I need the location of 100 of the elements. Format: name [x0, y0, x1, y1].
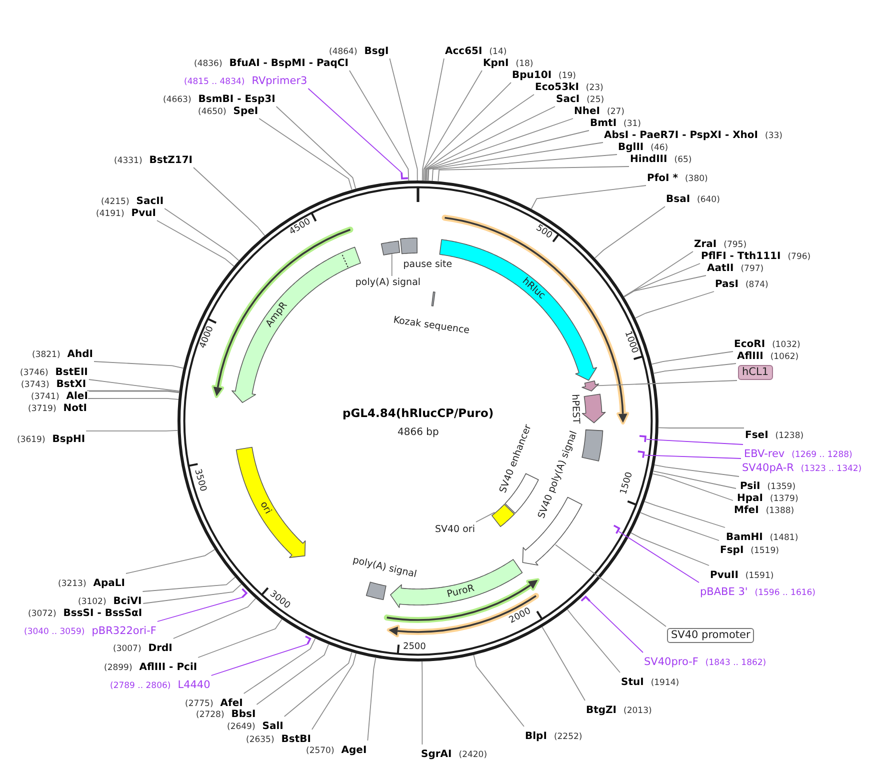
scale-label: 2500 [403, 642, 426, 654]
primer-position: (1596 .. 1616) [754, 586, 816, 598]
leader-line [654, 464, 740, 477]
cut-site-position: (3741) [31, 390, 60, 402]
enzyme-name: HindIII [630, 154, 668, 166]
enzyme-name: AleI [66, 390, 88, 402]
primer-name: SV40pA-R [742, 462, 794, 474]
cut-site-position: (1379) [770, 492, 798, 504]
enzyme-name: BfuAI - BspMI - PaqCI [229, 58, 348, 70]
enzyme-name: SgrAI [421, 748, 452, 760]
enzyme-name: BssSI - BssSαI [63, 608, 142, 620]
scale-label: 1000 [621, 330, 640, 356]
cut-site-position: (4864) [329, 46, 358, 58]
primer-position: (4815 .. 4834) [184, 76, 245, 88]
cut-site-position: (3619) [17, 434, 46, 446]
enzyme-name: DrdI [148, 642, 172, 654]
enzyme-name: KpnI [483, 58, 509, 70]
leader-line [389, 58, 418, 181]
enzyme-name: BbsI [231, 708, 256, 720]
leader-line [530, 185, 646, 210]
enzyme-name: BglII [618, 142, 644, 154]
leader-line [193, 167, 266, 236]
leader-line [284, 652, 352, 717]
leader-line [623, 263, 700, 298]
leader-line [312, 652, 356, 730]
enzyme-name: BstEII [55, 366, 88, 378]
enzyme-name: ZraI [694, 238, 717, 250]
directional-feature-block [389, 558, 524, 609]
cut-site-position: (797) [740, 262, 764, 274]
leader-line [256, 644, 330, 705]
primer-position: (3040 .. 3059) [24, 626, 85, 638]
primer-position: (1843 .. 1862) [705, 656, 766, 668]
leader-line [142, 584, 242, 604]
enzyme-name: BstXI [56, 378, 86, 390]
leader-line [367, 657, 376, 741]
cut-site-position: (3213) [58, 578, 86, 590]
leader-line [86, 430, 178, 432]
cut-site-position: (1481) [770, 532, 798, 544]
leader-line [156, 596, 243, 622]
cut-site-position: (18) [516, 58, 534, 70]
feature-label: pause site [403, 259, 452, 272]
leader-line [438, 166, 630, 182]
leader-line [86, 390, 180, 392]
plasmid-name: pGL4.84(hRlucCP/Puro) [342, 406, 494, 420]
cut-site-position: (2420) [458, 748, 488, 760]
leader-line [555, 544, 666, 627]
cut-site-position: (1238) [775, 430, 804, 442]
primer-name: RVprimer3 [252, 74, 308, 86]
cut-site-position: (3743) [21, 378, 50, 390]
leader-line [624, 275, 706, 298]
cut-site-position: (27) [607, 106, 624, 118]
leader-line [432, 154, 618, 182]
enzyme-name: AflIII [737, 350, 764, 362]
enzyme-name: Bpu10I [512, 70, 552, 82]
cut-site-position: (4650) [198, 106, 226, 118]
leader-line [423, 70, 482, 181]
enzyme-name: MfeI [734, 504, 759, 516]
enzyme-name: SacII [136, 196, 164, 208]
cut-site-position: (795) [724, 238, 747, 250]
leader-line [210, 644, 308, 676]
primer-name: EBV-rev [744, 448, 785, 460]
leader-line [88, 379, 180, 392]
leader-line [623, 251, 694, 297]
enzyme-name: AbsI - PaeR7I - PspXI - XhoI [604, 130, 758, 142]
leader-line [651, 351, 734, 365]
leader-line [156, 220, 234, 267]
enzyme-name: BamHI [726, 532, 763, 544]
leader-line [126, 549, 216, 574]
scale-label: 500 [533, 222, 554, 242]
cut-site-position: (3719) [28, 402, 56, 414]
directional-feature-block [235, 446, 307, 559]
enzyme-name: FseI [745, 430, 768, 442]
cut-site-position: (3007) [113, 642, 142, 654]
cut-site-position: (3746) [20, 366, 48, 378]
cut-site-position: (2899) [104, 662, 132, 674]
enzyme-name: BtgZI [586, 704, 617, 716]
primer-name: pBABE 3' [700, 586, 748, 598]
leader-line [425, 106, 556, 182]
leader-line [258, 118, 352, 190]
leader-line [422, 58, 444, 181]
enzyme-name: BsmBI - Esp3I [198, 94, 276, 106]
leader-line [164, 208, 240, 262]
enzyme-name: Acc65I [445, 46, 482, 58]
enzyme-name: PfoI * [647, 172, 678, 184]
leader-line [653, 363, 736, 374]
primer-name: SV40pro-F [644, 656, 698, 668]
enzyme-name: EcoRI [734, 338, 766, 350]
enzyme-name: BsaI [666, 194, 690, 206]
leader-line [308, 88, 402, 173]
leader-line [172, 598, 256, 639]
feature-label: ori [256, 499, 274, 516]
primer-name: L4440 [178, 678, 210, 690]
leader-line [658, 427, 744, 428]
cut-site-position: (2635) [246, 734, 274, 746]
enzyme-name: PasI [715, 278, 738, 290]
leader-line [594, 206, 666, 258]
leader-line [424, 94, 534, 182]
leader-line [476, 512, 496, 522]
enzyme-name: BmtI [590, 118, 617, 130]
scale-label: 1500 [619, 471, 636, 496]
